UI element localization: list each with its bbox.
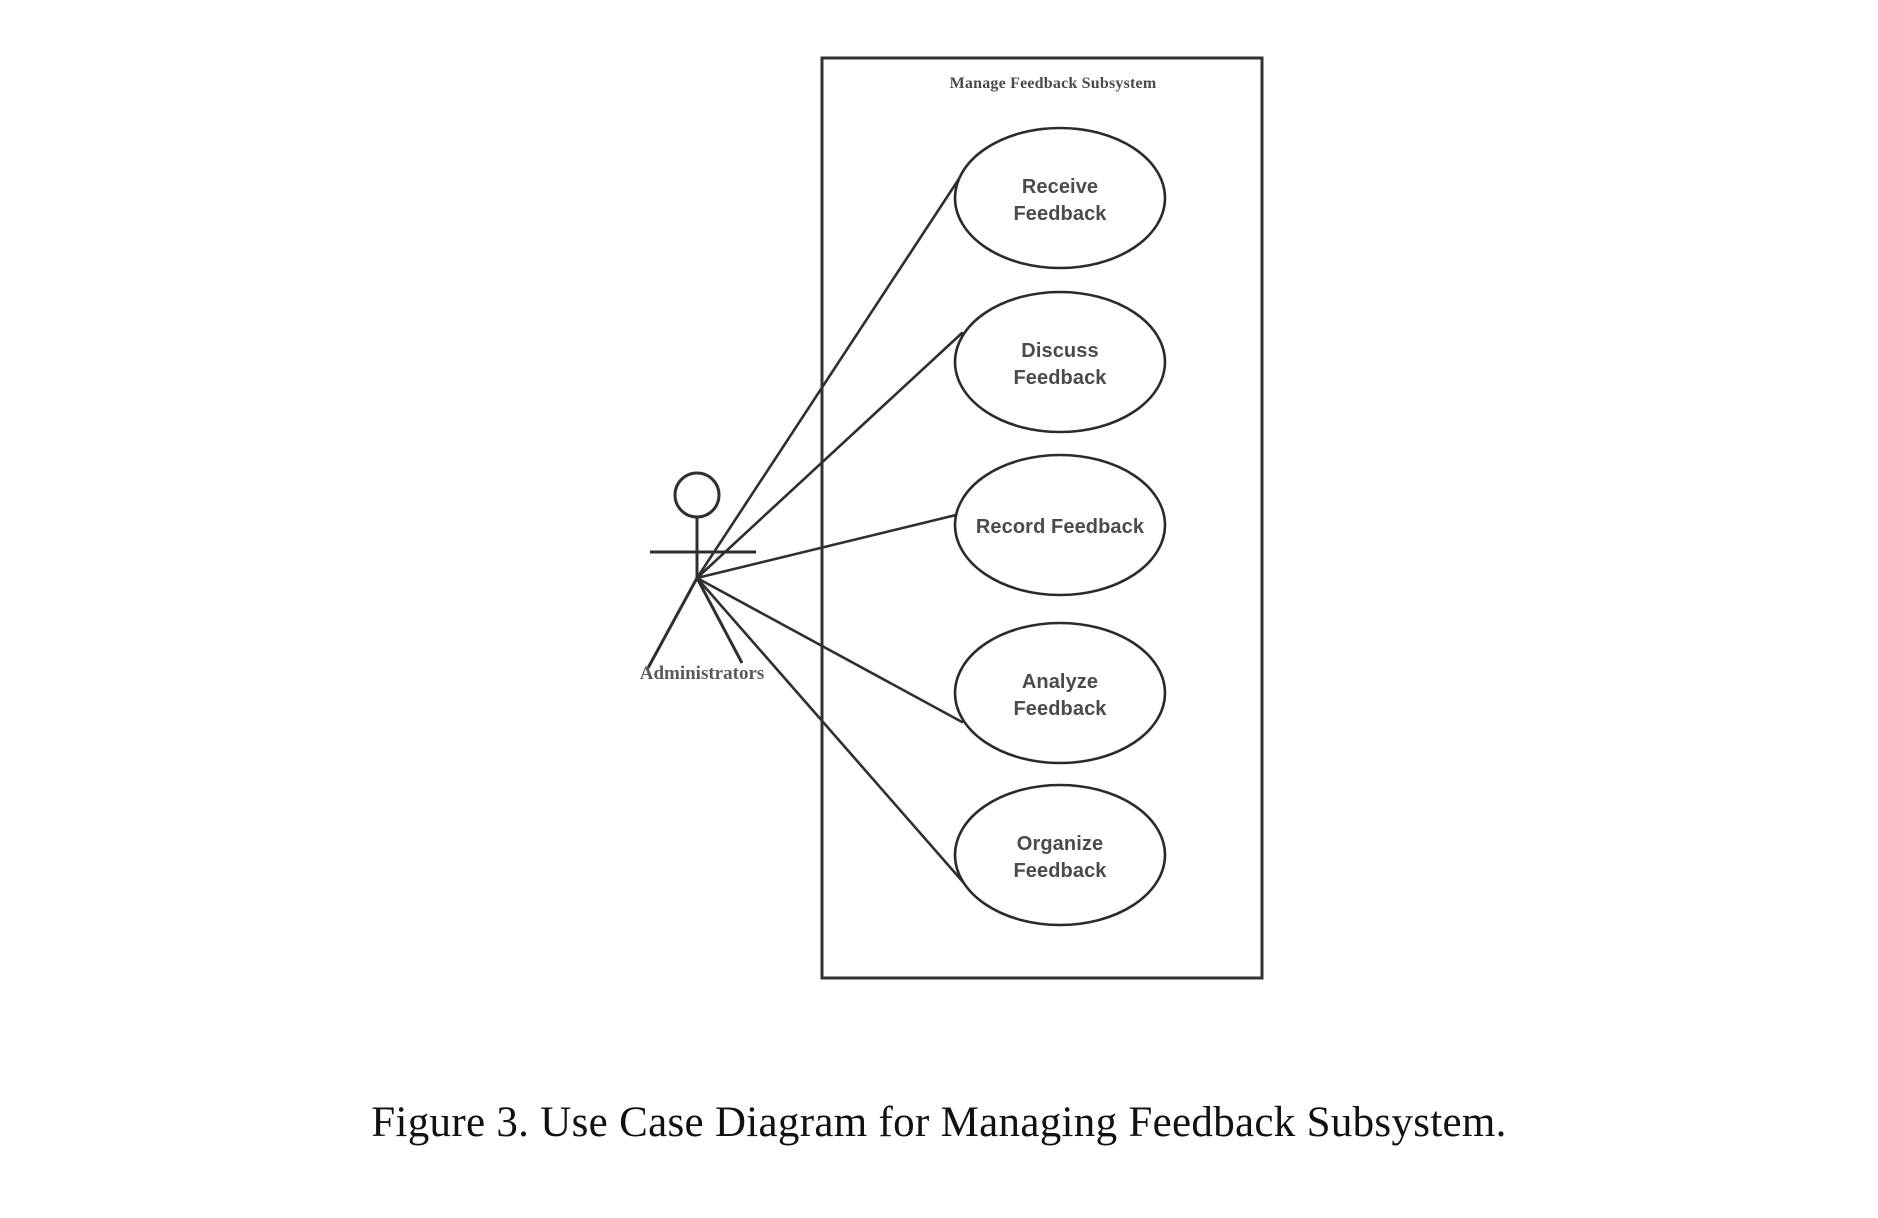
use-case-label-line-2: Feedback (1013, 698, 1107, 720)
use-case-ellipse (953, 453, 1167, 597)
use-case-label-line-1: Discuss (1021, 340, 1098, 362)
actor-label: Administrators (640, 663, 765, 684)
use-case-receive-feedback[interactable]: Receive Feedback (953, 126, 1167, 270)
figure-caption: Figure 3. Use Case Diagram for Managing … (371, 1099, 1507, 1146)
use-case-ellipse (953, 126, 1167, 270)
use-case-analyze-feedback[interactable]: Analyze Feedback (953, 621, 1167, 765)
use-case-label-line-1: Receive (1022, 176, 1098, 198)
use-case-label-line-1: Analyze (1022, 671, 1098, 693)
association-lines-group (695, 160, 972, 892)
actor-leg-right-line (695, 577, 744, 664)
use-case-label-line-1: Organize (1017, 833, 1103, 855)
actor-administrators[interactable]: Administrators (640, 471, 765, 684)
use-case-label-line-2: Feedback (1013, 860, 1107, 882)
actor-leg-left-line (646, 577, 699, 669)
use-case-label-line-2: Feedback (1013, 367, 1107, 389)
association-line-analyze-feedback (695, 576, 964, 724)
association-line-organize-feedback (695, 576, 972, 892)
use-case-ellipse (953, 621, 1167, 765)
subsystem-title: Manage Feedback Subsystem (950, 75, 1157, 92)
use-case-ellipse (953, 783, 1167, 927)
use-case-discuss-feedback[interactable]: Discuss Feedback (953, 290, 1167, 434)
use-case-label-line-2: Feedback (1013, 203, 1107, 225)
use-case-ellipse (953, 290, 1167, 434)
association-line-record-feedback (695, 513, 958, 580)
actor-head-icon (673, 471, 721, 519)
use-case-record-feedback[interactable]: Record Feedback (953, 453, 1167, 597)
use-case-organize-feedback[interactable]: Organize Feedback (953, 783, 1167, 927)
use-case-label-line-1: Record Feedback (976, 516, 1145, 538)
association-line-discuss-feedback (695, 331, 964, 580)
association-line-receive-feedback (695, 160, 972, 580)
